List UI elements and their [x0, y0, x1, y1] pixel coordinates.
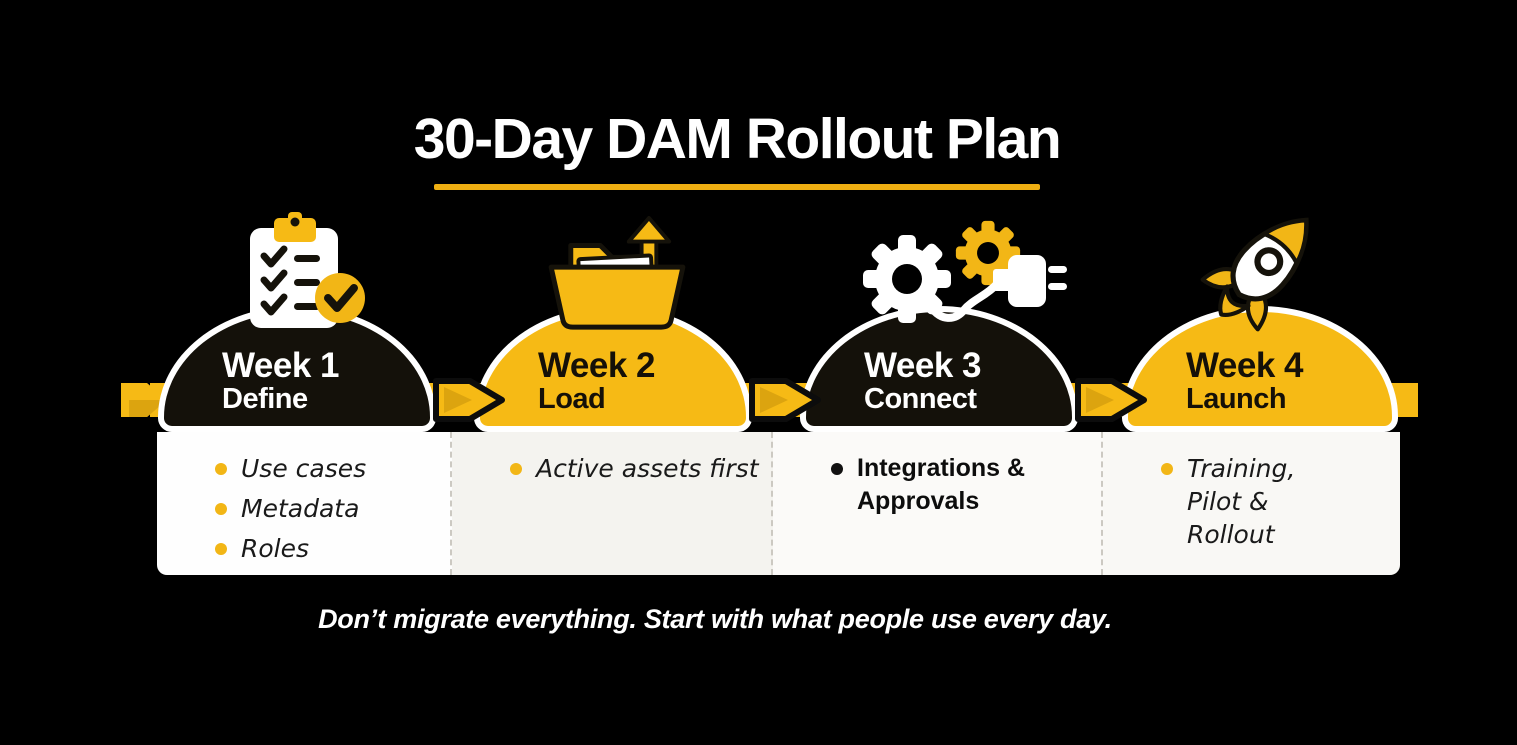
bullet-dot — [215, 543, 227, 555]
chevron-arrow-icon — [1075, 378, 1147, 422]
week2-items: Active assets first — [452, 432, 773, 575]
item-text: Integrations & Approvals — [857, 454, 1026, 515]
week-label: Week 2 — [538, 346, 656, 385]
phase-label: Load — [538, 383, 606, 415]
week4-items: Training, Pilot & Rollout — [1103, 432, 1400, 575]
week3-items: Integrations & Approvals — [773, 432, 1103, 575]
list-item: Integrations & Approvals — [831, 452, 1101, 518]
chevron-arrow-icon — [749, 378, 821, 422]
gears-plug-icon — [863, 220, 1067, 323]
bullet-dot — [215, 463, 227, 475]
list-item: Use cases — [215, 452, 450, 485]
list-item: Training, Pilot & Rollout — [1161, 452, 1400, 551]
rocket-icon — [1200, 217, 1309, 332]
list-item: Active assets first — [510, 452, 771, 485]
week-label: Week 4 — [1186, 346, 1304, 385]
phase-label: Launch — [1186, 383, 1287, 415]
phase-label: Define — [222, 383, 308, 415]
item-text: Use cases — [241, 454, 367, 483]
page-title: 30-Day DAM Rollout Plan — [413, 107, 1062, 171]
list-item: Metadata — [215, 492, 450, 525]
phase-label: Connect — [864, 383, 977, 415]
item-text: Roles — [241, 534, 310, 563]
item-text: Training, Pilot & Rollout — [1187, 454, 1296, 549]
clipboard-checklist-icon — [250, 212, 365, 328]
bullet-dot — [215, 503, 227, 515]
chevron-arrow-icon — [433, 378, 505, 422]
item-text: Metadata — [241, 494, 360, 523]
bullet-dot — [510, 463, 522, 475]
bullet-dot — [831, 463, 843, 475]
footer-caption: Don’t migrate everything. Start with wha… — [318, 604, 1112, 634]
week-label: Week 3 — [864, 346, 982, 385]
bullet-dot — [1161, 463, 1173, 475]
item-text: Active assets first — [536, 454, 759, 483]
folder-upload-icon — [548, 216, 686, 330]
list-item: Roles — [215, 532, 450, 565]
content-panel: Use cases Metadata Roles Active assets f… — [157, 432, 1400, 575]
week-label: Week 1 — [222, 346, 340, 385]
week1-items: Use cases Metadata Roles — [157, 432, 452, 575]
title-underline — [434, 184, 1040, 190]
ribbon-start-arrow-icon — [121, 383, 167, 417]
